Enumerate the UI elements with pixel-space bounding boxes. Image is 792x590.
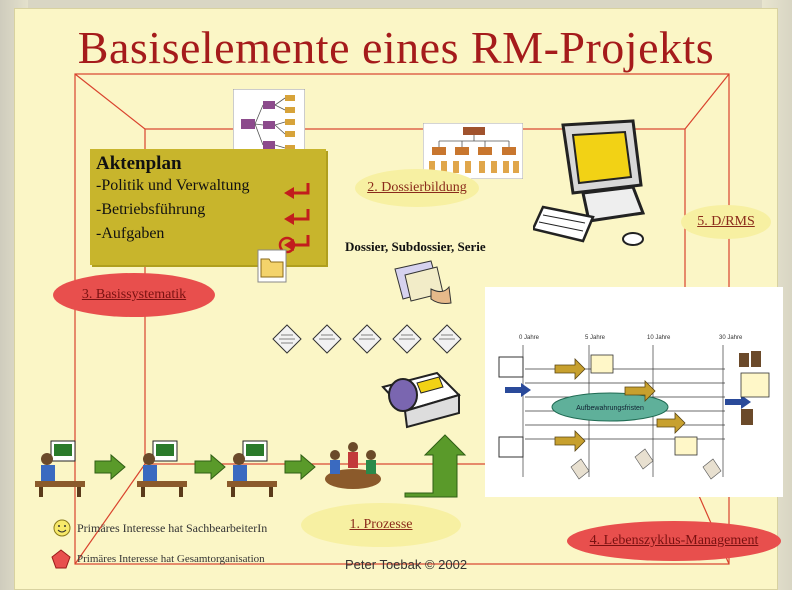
scanner-icon bbox=[381, 371, 461, 429]
workstation-icon bbox=[35, 440, 85, 497]
lifecycle-center-text: Aufbewahrungsfristen bbox=[576, 405, 644, 412]
oval-prozesse: 1. Prozesse bbox=[301, 503, 461, 547]
aktenplan-box: Aktenplan -Politik und Verwaltung -Betri… bbox=[90, 149, 326, 265]
oval-basissystematik: 3. Basissystematik bbox=[53, 273, 215, 317]
return-arrows-icon bbox=[278, 183, 310, 254]
slide: Basiselemente eines RM-Projekts bbox=[14, 8, 783, 590]
meeting-icon bbox=[325, 442, 381, 489]
oval-basissystematik-label: 3. Basissystematik bbox=[81, 287, 187, 302]
oval-dossierbildung: 2. Dossierbildung bbox=[355, 169, 479, 207]
oval-prozesse-label: 1. Prozesse bbox=[349, 517, 413, 532]
year-label: 10 Jahre bbox=[647, 335, 671, 341]
computer-icon bbox=[533, 119, 646, 246]
process-chain bbox=[35, 434, 467, 498]
paperwork-icon bbox=[394, 260, 452, 304]
oval-lebenszyklus: 4. Lebenszyklus-Management bbox=[567, 521, 781, 561]
aktenplan-item: -Aufgaben bbox=[96, 225, 165, 242]
year-label: 5 Jahre bbox=[585, 335, 606, 341]
oval-drms-label: 5. D/RMS bbox=[697, 214, 755, 229]
aktenplan-heading: Aktenplan bbox=[96, 153, 182, 174]
documents-row bbox=[272, 324, 462, 354]
author-credit: Peter Toebak © 2002 bbox=[345, 557, 468, 572]
pentagon-icon bbox=[51, 549, 71, 569]
workstation-icon bbox=[227, 440, 277, 497]
folder-icon bbox=[257, 249, 287, 283]
dossier-caption: Dossier, Subdossier, Serie bbox=[345, 239, 486, 254]
oval-drms: 5. D/RMS bbox=[681, 205, 771, 239]
smiley-icon bbox=[53, 519, 71, 537]
year-label: 0 Jahre bbox=[519, 335, 540, 341]
legend-pentagon-text: Primäres Interesse hat Gesamtorganisatio… bbox=[77, 553, 265, 565]
oval-lebenszyklus-label: 4. Lebenszyklus-Management bbox=[589, 533, 759, 548]
legend-smiley-text: Primäres Interesse hat SachbearbeiterIn bbox=[77, 521, 268, 535]
oval-dossierbildung-label: 2. Dossierbildung bbox=[367, 180, 467, 195]
lifecycle-panel: 0 Jahre 5 Jahre 10 Jahre 30 Jahre Aufbew… bbox=[485, 287, 783, 497]
slide-title: Basiselemente eines RM-Projekts bbox=[77, 22, 715, 73]
aktenplan-item: -Betriebsführung bbox=[96, 201, 206, 218]
aktenplan-item: -Politik und Verwaltung bbox=[96, 177, 250, 194]
lifecycle-diagram: Aufbewahrungsfristen bbox=[498, 345, 770, 480]
year-label: 30 Jahre bbox=[719, 335, 743, 341]
workstation-icon bbox=[137, 440, 187, 497]
